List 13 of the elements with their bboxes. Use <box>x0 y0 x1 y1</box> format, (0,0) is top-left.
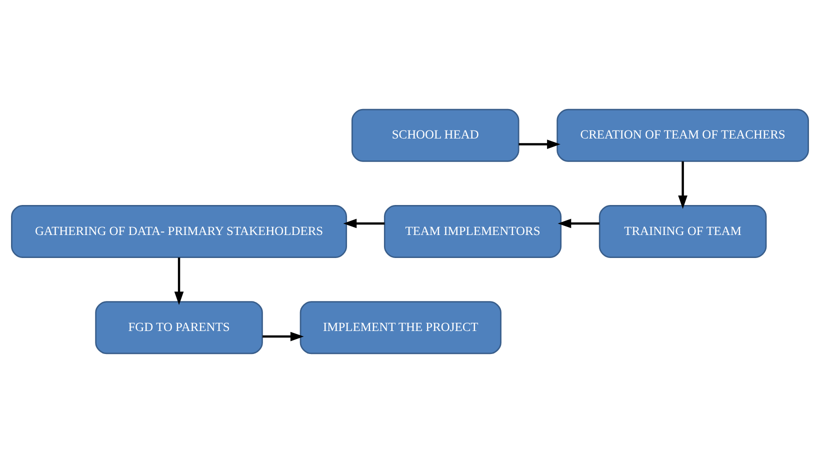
arrow <box>262 331 304 341</box>
arrow <box>678 160 688 208</box>
node-box: TEAM IMPLEMENTORS <box>384 204 562 258</box>
node-box: FGD TO PARENTS <box>95 300 263 354</box>
node-box: CREATION OF TEAM OF TEACHERS <box>556 108 809 162</box>
arrow <box>558 218 600 228</box>
arrow <box>343 218 385 228</box>
node-box: TRAINING OF TEAM <box>598 204 767 258</box>
arrow <box>518 139 560 148</box>
node-box: SCHOOL HEAD <box>351 108 520 162</box>
node-box: GATHERING OF DATA- PRIMARY STAKEHOLDERS <box>11 204 348 258</box>
arrow <box>174 257 184 304</box>
node-box: IMPLEMENT THE PROJECT <box>300 300 502 354</box>
